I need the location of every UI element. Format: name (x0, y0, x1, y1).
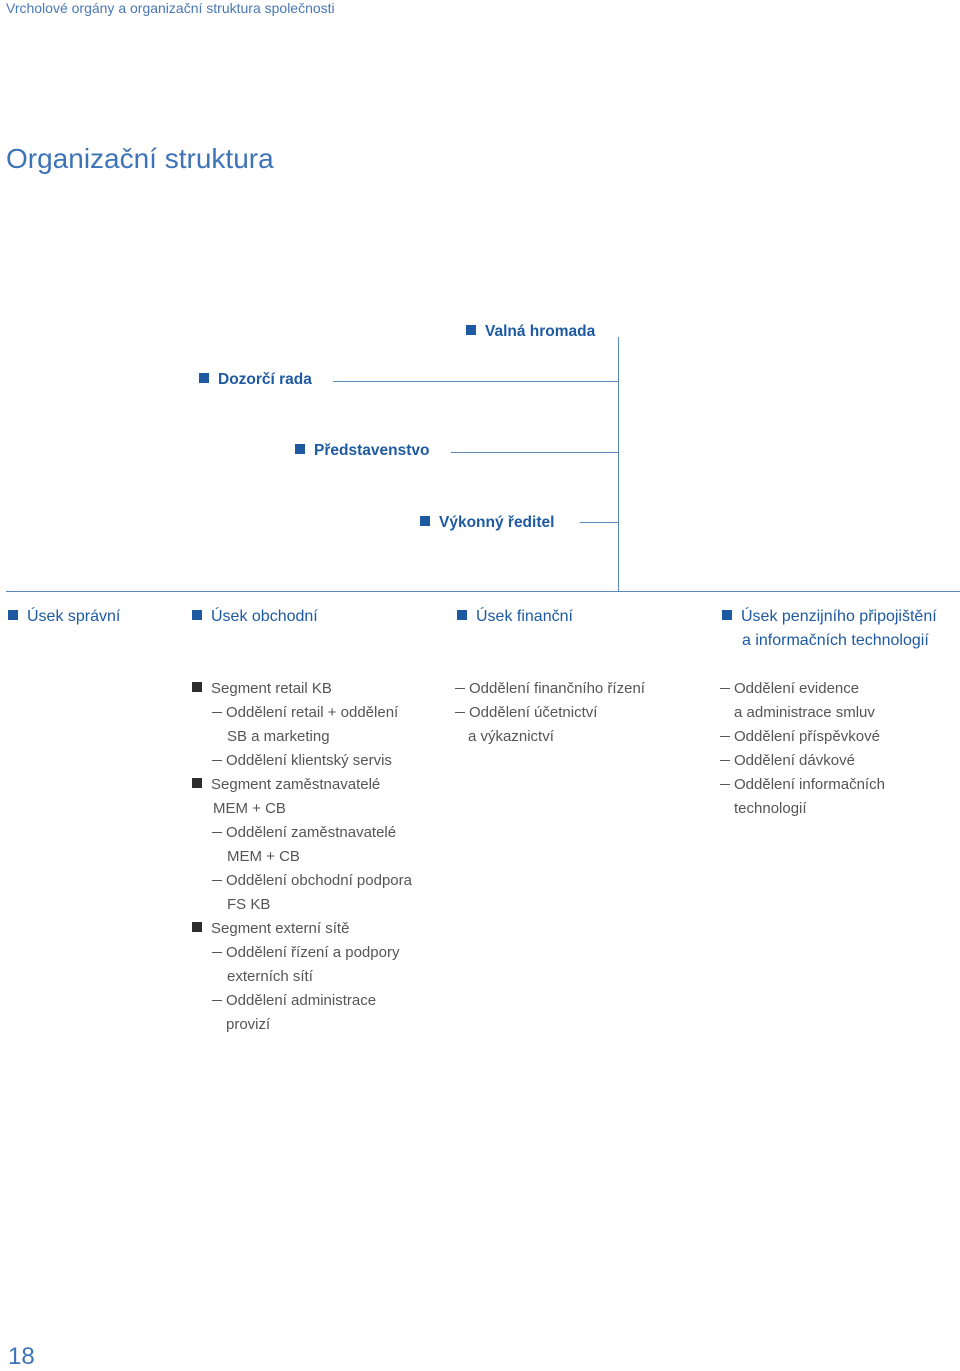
running-header: Vrcholové orgány a organizační struktura… (6, 0, 335, 16)
list-item: Oddělení finančního řízení (455, 680, 645, 697)
list-item: Oddělení řízení a podpory (212, 944, 399, 961)
square-bullet-icon (466, 325, 476, 335)
division-penzijni: Úsek penzijního připojištění (722, 608, 937, 626)
predstavenstvo-label: Představenstvo (314, 442, 430, 459)
list-item: Oddělení zaměstnavatelé (212, 824, 396, 841)
list-item: Oddělení informačních (720, 776, 885, 793)
division-financni-label: Úsek finanční (476, 608, 573, 625)
list-item: Oddělení evidence (720, 680, 859, 697)
dash-icon (720, 688, 730, 689)
dozorci-rada-label: Dozorčí rada (218, 371, 312, 388)
list-item: Segment zaměstnavatelé (192, 776, 380, 793)
list-item: Oddělení účetnictví (455, 704, 597, 721)
division-penzijni-line2: a informačních technologií (742, 632, 929, 649)
dash-icon (212, 760, 222, 761)
list-item: a administrace smluv (734, 704, 875, 721)
square-bullet-icon (192, 922, 202, 932)
dash-icon (212, 880, 222, 881)
dash-icon (212, 1000, 222, 1001)
dash-icon (212, 712, 222, 713)
division-obchodni-label: Úsek obchodní (211, 608, 318, 625)
square-bullet-icon (192, 778, 202, 788)
list-item: Segment externí sítě (192, 920, 349, 937)
division-spravni: Úsek správní (8, 608, 120, 626)
square-bullet-icon (295, 444, 305, 454)
predstavenstvo-connector (451, 452, 618, 453)
list-item: MEM + CB (227, 848, 300, 865)
list-item: provizí (226, 1016, 271, 1033)
dozorci-rada-connector (333, 381, 618, 382)
vykonny-reditel-label: Výkonný ředitel (439, 514, 555, 531)
list-item: Oddělení klientský servis (212, 752, 392, 769)
dash-icon (455, 688, 465, 689)
list-item: Segment retail KB (192, 680, 332, 697)
dozorci-rada-box: Dozorčí rada (199, 371, 312, 389)
list-item: a výkaznictví (468, 728, 554, 745)
list-item: technologií (734, 800, 807, 817)
divisions-connector (6, 591, 960, 592)
list-item: externích sítí (227, 968, 313, 985)
dash-icon (455, 712, 465, 713)
dash-icon (212, 952, 222, 953)
page-title: Organizační struktura (6, 143, 274, 174)
square-bullet-icon (192, 682, 202, 692)
list-item: FS KB (227, 896, 271, 913)
division-financni: Úsek finanční (457, 608, 573, 626)
list-item: MEM + CB (213, 800, 286, 817)
dash-icon (720, 784, 730, 785)
list-item: Oddělení dávkové (720, 752, 855, 769)
dash-icon (720, 736, 730, 737)
division-spravni-label: Úsek správní (27, 608, 121, 625)
list-item: SB a marketing (227, 728, 330, 745)
division-obchodni: Úsek obchodní (192, 608, 318, 626)
square-bullet-icon (722, 610, 732, 620)
list-item: Oddělení administrace (212, 992, 376, 1009)
square-bullet-icon (199, 373, 209, 383)
page-number: 18 (8, 1343, 35, 1370)
division-penzijni-label-1: Úsek penzijního připojištění (741, 608, 937, 625)
list-item: Oddělení retail + oddělení (212, 704, 398, 721)
square-bullet-icon (192, 610, 202, 620)
predstavenstvo-box: Představenstvo (295, 442, 429, 460)
dash-icon (212, 832, 222, 833)
list-item: Oddělení obchodní podpora (212, 872, 412, 889)
list-item: Oddělení příspěvkové (720, 728, 880, 745)
square-bullet-icon (420, 516, 430, 526)
vykonny-reditel-box: Výkonný ředitel (420, 514, 554, 532)
square-bullet-icon (8, 610, 18, 620)
square-bullet-icon (457, 610, 467, 620)
vykonny-reditel-connector (580, 522, 618, 523)
valna-hromada-box: Valná hromada (466, 323, 595, 341)
valna-hromada-label: Valná hromada (485, 323, 596, 340)
dash-icon (720, 760, 730, 761)
main-connector-vertical (618, 337, 619, 591)
